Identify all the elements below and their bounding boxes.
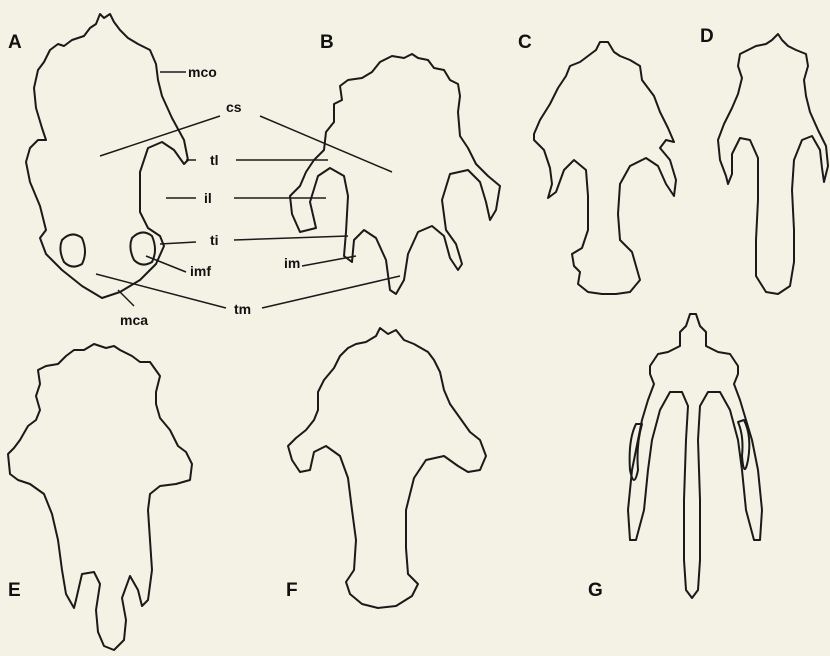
leader-ti-a (160, 242, 196, 244)
panel-label-c: C (518, 32, 532, 53)
term-tm: tm (234, 301, 251, 317)
specimen-a-foramen-right (130, 232, 155, 264)
specimen-d-outline (718, 34, 828, 294)
leader-imf (146, 256, 186, 272)
term-ti: ti (210, 232, 219, 248)
leader-tm-a (96, 274, 226, 308)
leader-lines (96, 72, 400, 308)
specimen-e (8, 344, 192, 650)
leader-cs-a (100, 116, 220, 156)
term-tl: tl (210, 152, 219, 168)
term-il: il (204, 190, 212, 206)
specimen-a-foramen-left (60, 234, 85, 266)
specimen-c (534, 42, 676, 294)
panel-label-b: B (320, 32, 334, 53)
term-cs: cs (226, 99, 242, 115)
leader-ti-b (234, 236, 348, 240)
term-mco: mco (188, 64, 217, 80)
specimen-a-outline (26, 14, 188, 298)
term-mca: mca (120, 312, 148, 328)
specimen-d (718, 34, 828, 294)
panel-labels: A B C D E F G (8, 26, 714, 601)
specimen-f (288, 328, 486, 608)
specimen-g-lateral-rod-right (738, 420, 749, 469)
specimen-b (290, 54, 500, 294)
specimen-e-outline (8, 344, 192, 650)
leader-im (302, 256, 356, 266)
specimen-a (26, 14, 188, 298)
panel-label-f: F (286, 580, 298, 601)
leader-mca (118, 290, 134, 306)
panel-label-a: A (8, 32, 22, 53)
panel-label-g: G (588, 580, 603, 601)
leader-tm-b (262, 276, 400, 308)
panel-label-e: E (8, 580, 21, 601)
specimen-c-outline (534, 42, 676, 294)
term-labels: mco cs tl il ti imf im tm mca (120, 64, 300, 328)
term-im: im (284, 255, 300, 271)
panel-label-d: D (700, 26, 714, 47)
specimen-f-outline (288, 328, 486, 608)
specimen-g (628, 314, 762, 598)
term-imf: imf (190, 263, 211, 279)
specimen-b-outline (290, 54, 500, 294)
leader-cs-b (260, 116, 392, 172)
